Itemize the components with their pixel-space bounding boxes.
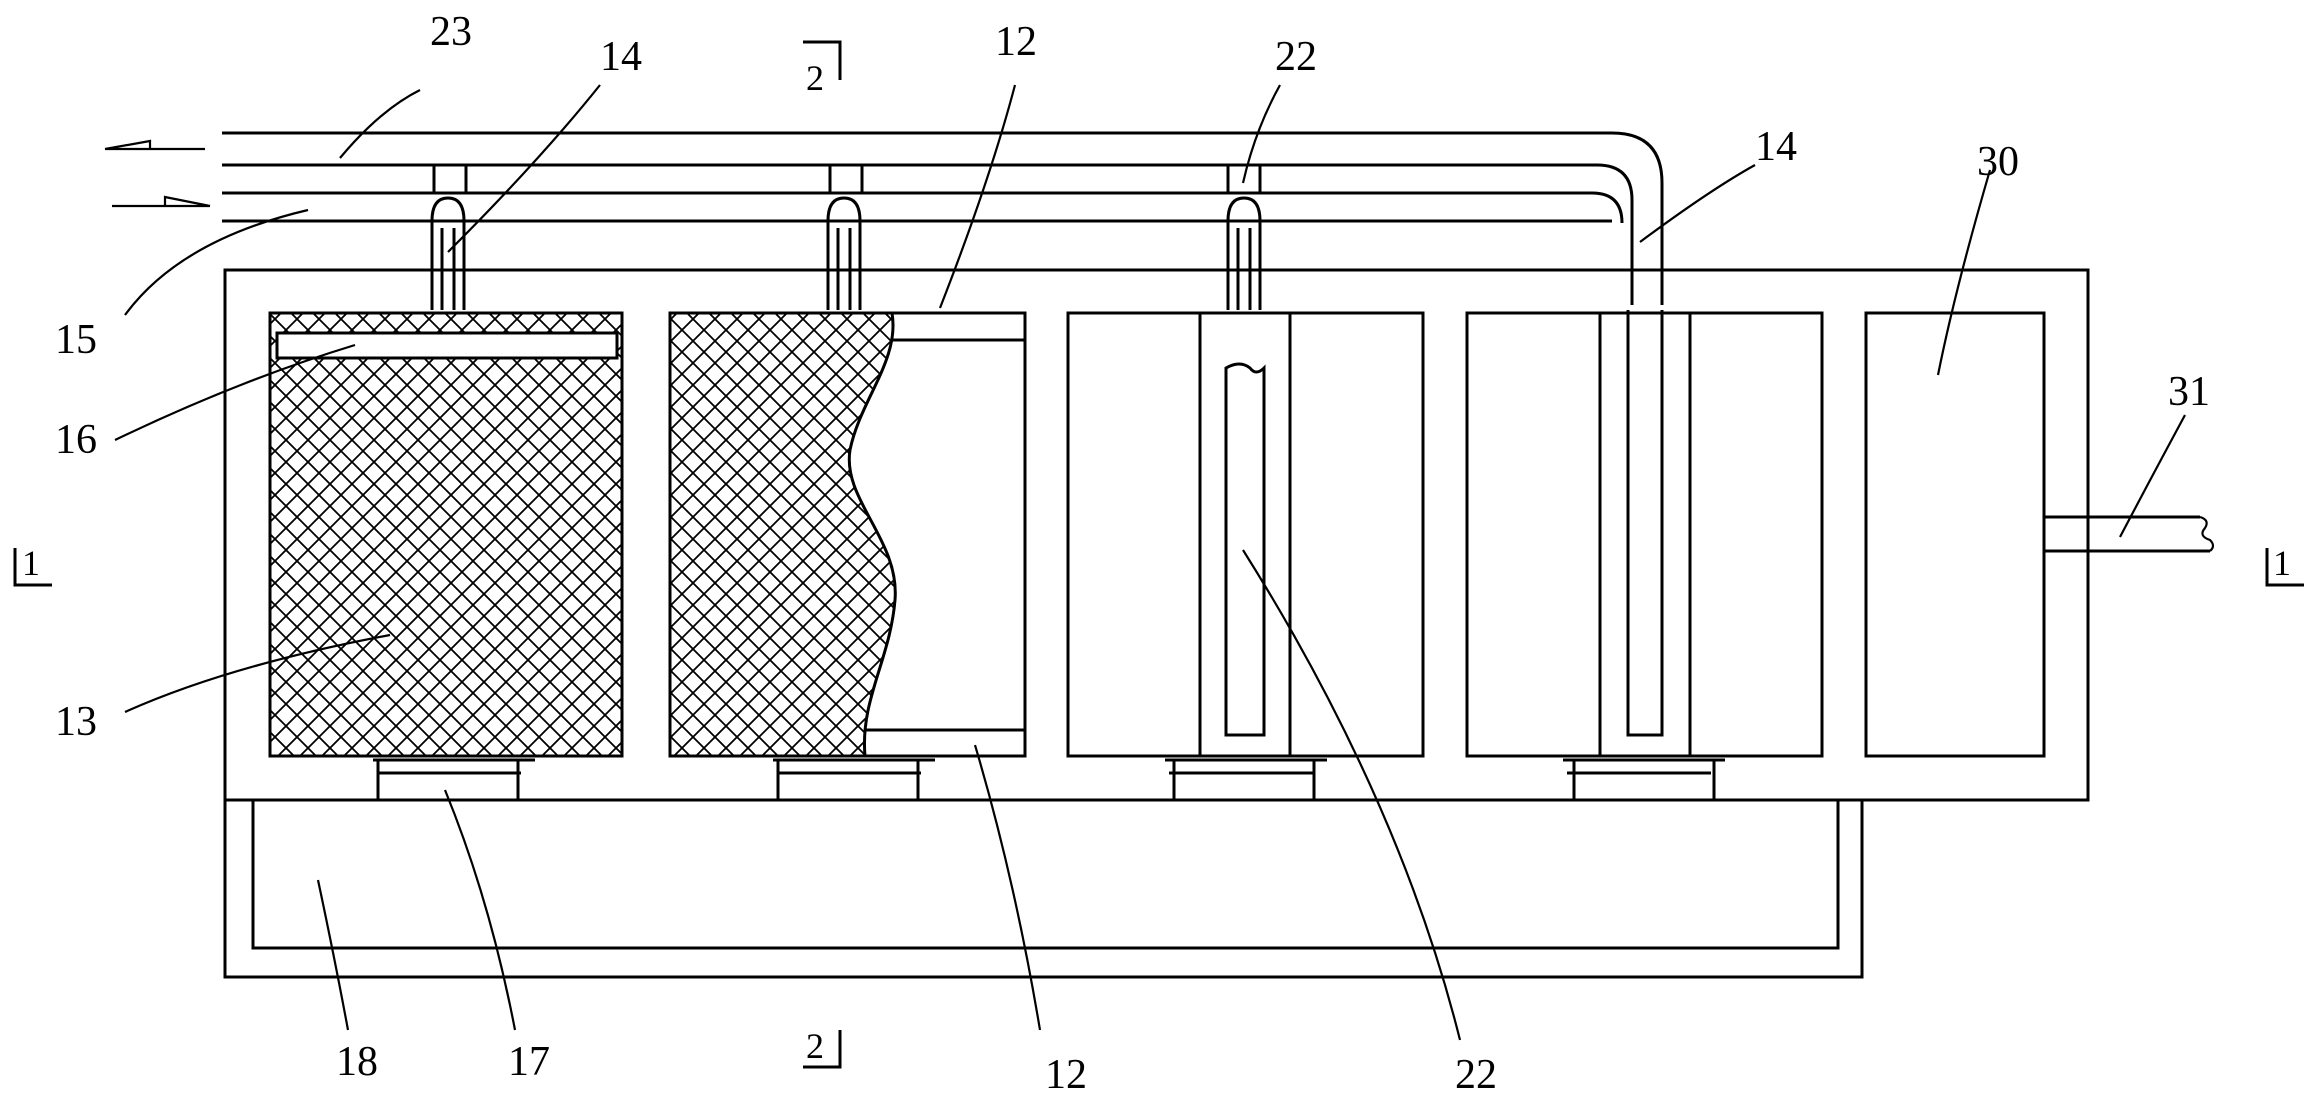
label-22-top: 22 [1275,34,1317,80]
section-mark-1-right: 1 [2265,543,2304,587]
section-label-2-bottom: 2 [806,1026,824,1066]
cell-1 [268,311,624,758]
label-12-top: 12 [995,19,1037,65]
label-22-bottom: 22 [1455,1052,1497,1098]
label-18: 18 [336,1039,378,1085]
pipe-connectors [432,165,1262,193]
pipe-23 [222,131,1664,305]
cell-4 [1465,310,1824,758]
section-mark-2-top: 2 [803,40,842,98]
electrode-22 [1224,362,1266,737]
section-label-1-right: 1 [2273,543,2291,583]
housing-lower-tank-18 [223,800,1864,979]
section-label-2-top: 2 [806,58,824,98]
section-mark-2-bottom: 2 [803,1026,842,1069]
label-31: 31 [2168,369,2210,415]
housing-upper [223,268,2090,802]
reference-numerals: 23 14 12 22 14 30 15 16 31 13 18 17 12 2… [55,9,2210,1098]
section-label-1-left: 1 [22,543,40,583]
label-12-bottom: 12 [1045,1052,1087,1098]
label-17: 17 [508,1039,550,1085]
outflow-arrow [104,139,205,151]
label-15: 15 [55,317,97,363]
outlet-pipe-31 [2044,515,2215,553]
supply-tube-14 [430,196,1262,310]
label-23: 23 [430,9,472,55]
leader-lines [114,84,2186,1041]
label-13: 13 [55,699,97,745]
chamber-30 [1864,311,2046,758]
label-16: 16 [55,417,97,463]
pipe-15 [222,191,1624,224]
inflow-arrow [112,195,211,208]
label-30: 30 [1977,139,2019,185]
section-mark-1-left: 1 [13,543,52,587]
label-14-right: 14 [1755,124,1797,170]
cell-2 [668,311,1027,758]
cell-3 [1066,311,1425,758]
manifold-16 [275,331,619,360]
supports-17 [373,758,1725,800]
label-14-left: 14 [600,34,642,80]
